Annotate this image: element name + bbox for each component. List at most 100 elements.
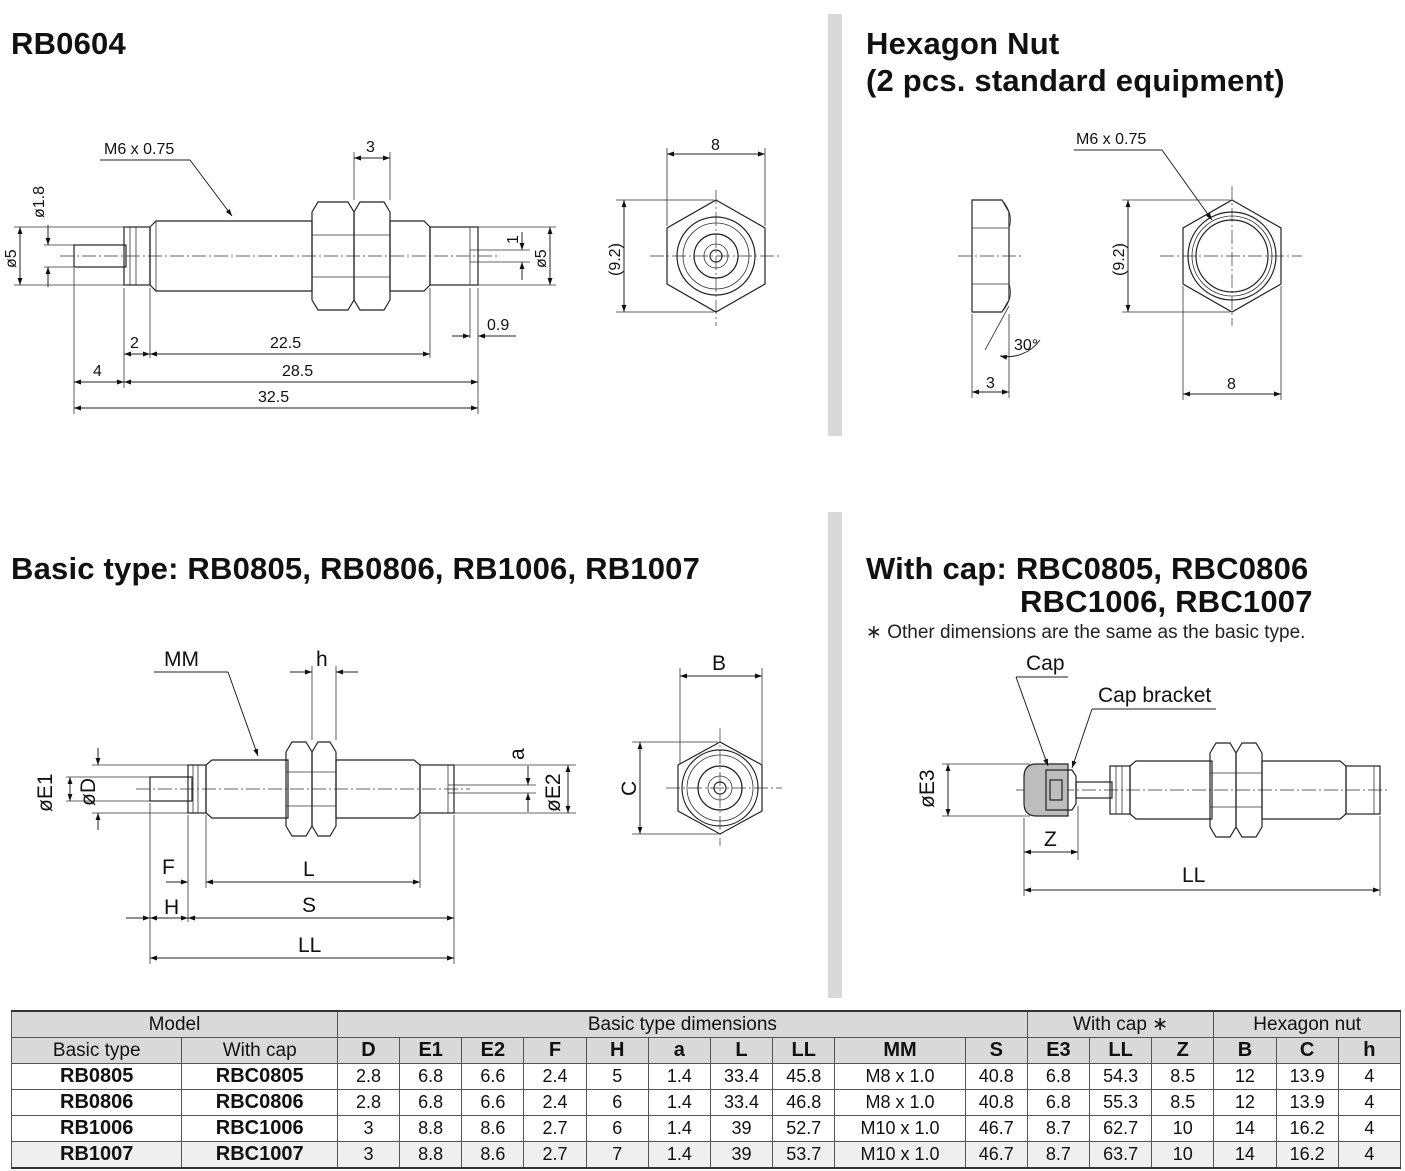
table-cell: 8.6 [461, 1115, 525, 1142]
rb0604-dia-end: ø5 [533, 249, 550, 268]
table-cell: 2.7 [523, 1115, 587, 1142]
table-cell: 52.7 [772, 1115, 836, 1142]
rb0604-hex-w: 8 [711, 137, 720, 154]
basic-type-title: Basic type: RB0805, RB0806, RB1006, RB10… [11, 551, 701, 586]
table-cell: 40.8 [964, 1063, 1028, 1090]
table-cell: 13.9 [1275, 1063, 1339, 1090]
table-subheader: Z [1151, 1037, 1215, 1064]
withcap-label-cap-bracket: Cap bracket [1098, 684, 1211, 707]
table-cell: 53.7 [772, 1141, 836, 1169]
dimensions-table: Model Basic type dimensions With cap ∗ H… [10, 1010, 1402, 1169]
table-cell: 2.8 [336, 1089, 401, 1116]
table-cell: 4 [1337, 1115, 1402, 1142]
withcap-label-E3: øE3 [916, 769, 939, 808]
table-header-hexnut: Hexagon nut [1213, 1010, 1401, 1038]
table-cell: 7 [585, 1141, 649, 1169]
table-cell: 6.8 [399, 1089, 463, 1116]
table-cell: 16.2 [1275, 1141, 1339, 1169]
rb0604-dimensions: M6 x 0.75 3 ø1.8 ø5 1 ø5 [3, 139, 556, 414]
table-cell: 1.4 [647, 1089, 711, 1116]
table-cell: 63.7 [1089, 1141, 1153, 1169]
table-cell: 14 [1213, 1141, 1277, 1169]
table-cell: 13.9 [1275, 1089, 1339, 1116]
withcap-side-view [1016, 742, 1390, 838]
table-cell: 6.6 [461, 1089, 525, 1116]
table-header-model: Model [11, 1010, 338, 1038]
table-cell-basic-model: RB0805 [10, 1063, 183, 1090]
table-cell: 39 [709, 1141, 774, 1169]
table-subheader: L [709, 1037, 774, 1064]
hexnut-title-line2: (2 pcs. standard equipment) [866, 63, 1285, 98]
table-cell: 2.7 [523, 1141, 587, 1169]
withcap-dimensions: Cap Cap bracket øE3 Z LL [916, 652, 1381, 896]
rb0604-dia-rod: ø1.8 [31, 186, 48, 218]
table-cell: 12 [1213, 1089, 1277, 1116]
table-cell: 4 [1337, 1141, 1402, 1169]
panel-separator-bottom [828, 512, 842, 998]
table-cell: 2.4 [523, 1063, 587, 1090]
table-subheader: E3 [1026, 1037, 1091, 1064]
table-subheader: C [1275, 1037, 1339, 1064]
table-sub-header-row: Basic type With cap D E1 E2 F H a L LL M… [10, 1037, 1402, 1064]
table-header-withcap: With cap ∗ [1026, 1010, 1215, 1038]
table-cell: 8.7 [1026, 1115, 1091, 1142]
table-subheader: E1 [399, 1037, 463, 1064]
basic-label-a: a [506, 748, 529, 760]
rb0604-nut-thk: 3 [366, 139, 375, 156]
table-cell-cap-model: RBC0805 [181, 1063, 338, 1090]
table-cell: 54.3 [1089, 1063, 1153, 1090]
table-cell: M8 x 1.0 [834, 1089, 966, 1116]
table-cell: 6.8 [1026, 1063, 1091, 1090]
table-cell-basic-model: RB1006 [10, 1115, 183, 1142]
table-subheader: LL [1089, 1037, 1153, 1064]
rb0604-title: RB0604 [11, 26, 126, 61]
hexnut-width: 8 [1227, 376, 1236, 393]
table-cell: 8.5 [1151, 1089, 1215, 1116]
table-cell: 14 [1213, 1115, 1277, 1142]
basic-label-D: øD [77, 778, 100, 806]
table-cell: 8.8 [399, 1115, 463, 1142]
table-cell: 8.8 [399, 1141, 463, 1169]
rb0604-d4: 4 [93, 363, 102, 380]
table-cell: 46.8 [772, 1089, 836, 1116]
table-cell-cap-model: RBC1007 [181, 1141, 338, 1169]
hexnut-side-view: 30° 3 [958, 199, 1041, 398]
basic-side-view [136, 741, 470, 837]
table-cell: 12 [1213, 1063, 1277, 1090]
table-group-header-row: Model Basic type dimensions With cap ∗ H… [11, 1010, 1401, 1038]
table-subheader: MM [834, 1037, 966, 1064]
rb0604-dia-body: ø5 [3, 249, 20, 268]
table-cell: 2.8 [336, 1063, 401, 1090]
table-header-basic: Basic type dimensions [336, 1010, 1028, 1038]
rb0604-side-view [60, 201, 500, 311]
table-cell: 39 [709, 1115, 774, 1142]
basic-label-LL: LL [298, 934, 321, 957]
table-subheader: H [585, 1037, 649, 1064]
table-cell: 6 [585, 1089, 649, 1116]
table-cell: 8.6 [461, 1141, 525, 1169]
withcap-note: ∗ Other dimensions are the same as the b… [866, 622, 1306, 643]
rb0604-d22-5: 22.5 [270, 335, 301, 352]
table-cell-cap-model: RBC1006 [181, 1115, 338, 1142]
table-cell: 40.8 [964, 1089, 1028, 1116]
table-cell: 46.7 [964, 1141, 1028, 1169]
withcap-title-line1: With cap: RBC0805, RBC0806 [866, 551, 1309, 586]
table-cell: 46.7 [964, 1115, 1028, 1142]
withcap-label-cap: Cap [1026, 652, 1065, 675]
table-cell: 4 [1337, 1063, 1402, 1090]
hexnut-title-line1: Hexagon Nut [866, 26, 1060, 61]
table-cell: 33.4 [709, 1089, 774, 1116]
table-subheader: D [336, 1037, 401, 1064]
table-subheader: B [1213, 1037, 1277, 1064]
table-cell: 1.4 [647, 1141, 711, 1169]
table-cell: 10 [1151, 1115, 1215, 1142]
rb0604-d28-5: 28.5 [282, 363, 313, 380]
basic-label-C: C [618, 781, 641, 796]
table-cell: 3 [336, 1115, 401, 1142]
hexnut-angle: 30° [1014, 337, 1038, 354]
table-cell: 8.7 [1026, 1141, 1091, 1169]
